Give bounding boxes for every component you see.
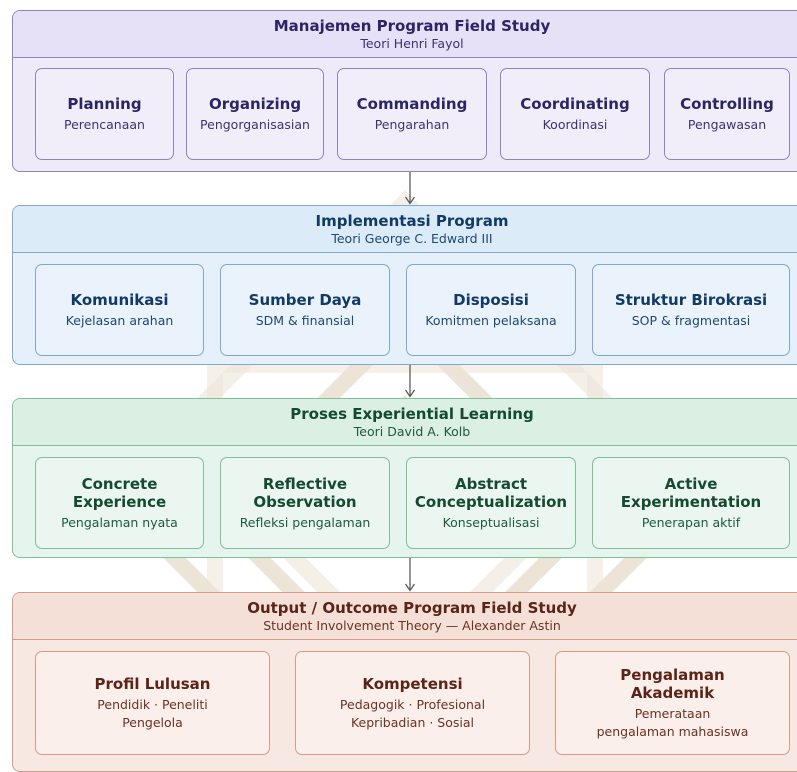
card-planning: Planning Perencanaan bbox=[35, 68, 174, 160]
card-subtitle-line1: Pedagogik · Profesional bbox=[339, 696, 486, 712]
card-pengalaman-akademik: Pengalaman Akademik Pemerataan pengalama… bbox=[555, 651, 790, 755]
card-kompetensi: Kompetensi Pedagogik · Profesional Kepri… bbox=[295, 651, 530, 755]
implementation-section: Implementasi Program Teori George C. Edw… bbox=[12, 205, 797, 365]
card-title-line1: Reflective bbox=[262, 474, 348, 493]
card-komunikasi: Komunikasi Kejelasan arahan bbox=[35, 264, 204, 356]
card-title-line1: Active bbox=[664, 474, 718, 493]
card-title: Commanding bbox=[356, 94, 468, 113]
card-organizing: Organizing Pengorganisasian bbox=[186, 68, 324, 160]
section-subtitle: Teori Henri Fayol bbox=[360, 36, 464, 51]
card-subtitle: Refleksi pengalaman bbox=[239, 514, 371, 530]
card-controlling: Controlling Pengawasan bbox=[664, 68, 790, 160]
card-title-line2: Akademik bbox=[630, 683, 715, 702]
section-header: Proses Experiential Learning Teori David… bbox=[13, 399, 797, 446]
down-arrow-icon bbox=[404, 365, 416, 398]
card-title: Sumber Daya bbox=[248, 290, 362, 309]
section-title: Manajemen Program Field Study bbox=[273, 17, 551, 35]
card-subtitle-line1: Pemerataan bbox=[634, 705, 711, 721]
down-arrow-icon bbox=[404, 558, 416, 592]
section-subtitle: Teori David A. Kolb bbox=[353, 424, 471, 439]
card-subtitle: Komitmen pelaksana bbox=[425, 312, 557, 328]
section-title: Implementasi Program bbox=[315, 212, 509, 230]
card-subtitle-line2: Pengelola bbox=[122, 714, 183, 730]
card-subtitle-line2: Kepribadian · Sosial bbox=[350, 714, 475, 730]
section-header: Output / Outcome Program Field Study Stu… bbox=[13, 593, 797, 640]
card-title: Planning bbox=[67, 94, 142, 113]
down-arrow-icon bbox=[404, 172, 416, 205]
card-title: Kompetensi bbox=[362, 674, 463, 693]
card-sumber-daya: Sumber Daya SDM & finansial bbox=[220, 264, 390, 356]
card-subtitle: Perencanaan bbox=[64, 116, 145, 132]
card-title-line1: Pengalaman bbox=[620, 665, 725, 684]
section-subtitle: Student Involvement Theory — Alexander A… bbox=[263, 618, 561, 633]
card-coordinating: Coordinating Koordinasi bbox=[500, 68, 650, 160]
section-title: Proses Experiential Learning bbox=[290, 405, 534, 423]
card-subtitle: Kejelasan arahan bbox=[65, 312, 174, 328]
card-title: Komunikasi bbox=[70, 290, 169, 309]
card-subtitle: Pengawasan bbox=[687, 116, 767, 132]
card-abstract-conceptualization: Abstract Conceptualization Konseptualisa… bbox=[406, 457, 576, 549]
card-title-line1: Concrete bbox=[81, 474, 158, 493]
card-title: Organizing bbox=[208, 94, 302, 113]
section-header: Manajemen Program Field Study Teori Henr… bbox=[13, 11, 797, 58]
section-header: Implementasi Program Teori George C. Edw… bbox=[13, 206, 797, 253]
card-profil-lulusan: Profil Lulusan Pendidik · Peneliti Penge… bbox=[35, 651, 270, 755]
experiential-learning-section: Proses Experiential Learning Teori David… bbox=[12, 398, 797, 558]
card-subtitle: SOP & fragmentasi bbox=[631, 312, 751, 328]
card-active-experimentation: Active Experimentation Penerapan aktif bbox=[592, 457, 790, 549]
card-subtitle-line1: Pendidik · Peneliti bbox=[97, 696, 208, 712]
card-commanding: Commanding Pengarahan bbox=[337, 68, 487, 160]
card-title-line2: Experimentation bbox=[620, 492, 762, 511]
card-subtitle-line2: pengalaman mahasiswa bbox=[596, 723, 749, 739]
card-subtitle: Pengorganisasian bbox=[200, 116, 310, 132]
card-title: Struktur Birokrasi bbox=[614, 290, 768, 309]
card-subtitle: Koordinasi bbox=[542, 116, 608, 132]
outcome-section: Output / Outcome Program Field Study Stu… bbox=[12, 592, 797, 772]
card-subtitle: Penerapan aktif bbox=[641, 514, 741, 530]
card-subtitle: Pengalaman nyata bbox=[61, 514, 178, 530]
card-title: Coordinating bbox=[520, 94, 630, 113]
management-section: Manajemen Program Field Study Teori Henr… bbox=[12, 10, 797, 172]
card-title-line2: Observation bbox=[253, 492, 357, 511]
card-title: Profil Lulusan bbox=[94, 674, 211, 693]
card-concrete-experience: Concrete Experience Pengalaman nyata bbox=[35, 457, 204, 549]
card-reflective-observation: Reflective Observation Refleksi pengalam… bbox=[220, 457, 390, 549]
card-subtitle: SDM & finansial bbox=[255, 312, 355, 328]
card-title: Disposisi bbox=[453, 290, 529, 309]
card-subtitle: Pengarahan bbox=[374, 116, 450, 132]
card-title-line2: Conceptualization bbox=[414, 492, 568, 511]
card-subtitle: Konseptualisasi bbox=[442, 514, 540, 530]
card-disposisi: Disposisi Komitmen pelaksana bbox=[406, 264, 576, 356]
section-title: Output / Outcome Program Field Study bbox=[247, 599, 577, 617]
card-title-line2: Experience bbox=[72, 492, 167, 511]
card-title-line1: Abstract bbox=[454, 474, 528, 493]
section-subtitle: Teori George C. Edward III bbox=[331, 231, 493, 246]
card-struktur-birokrasi: Struktur Birokrasi SOP & fragmentasi bbox=[592, 264, 790, 356]
card-title: Controlling bbox=[680, 94, 774, 113]
